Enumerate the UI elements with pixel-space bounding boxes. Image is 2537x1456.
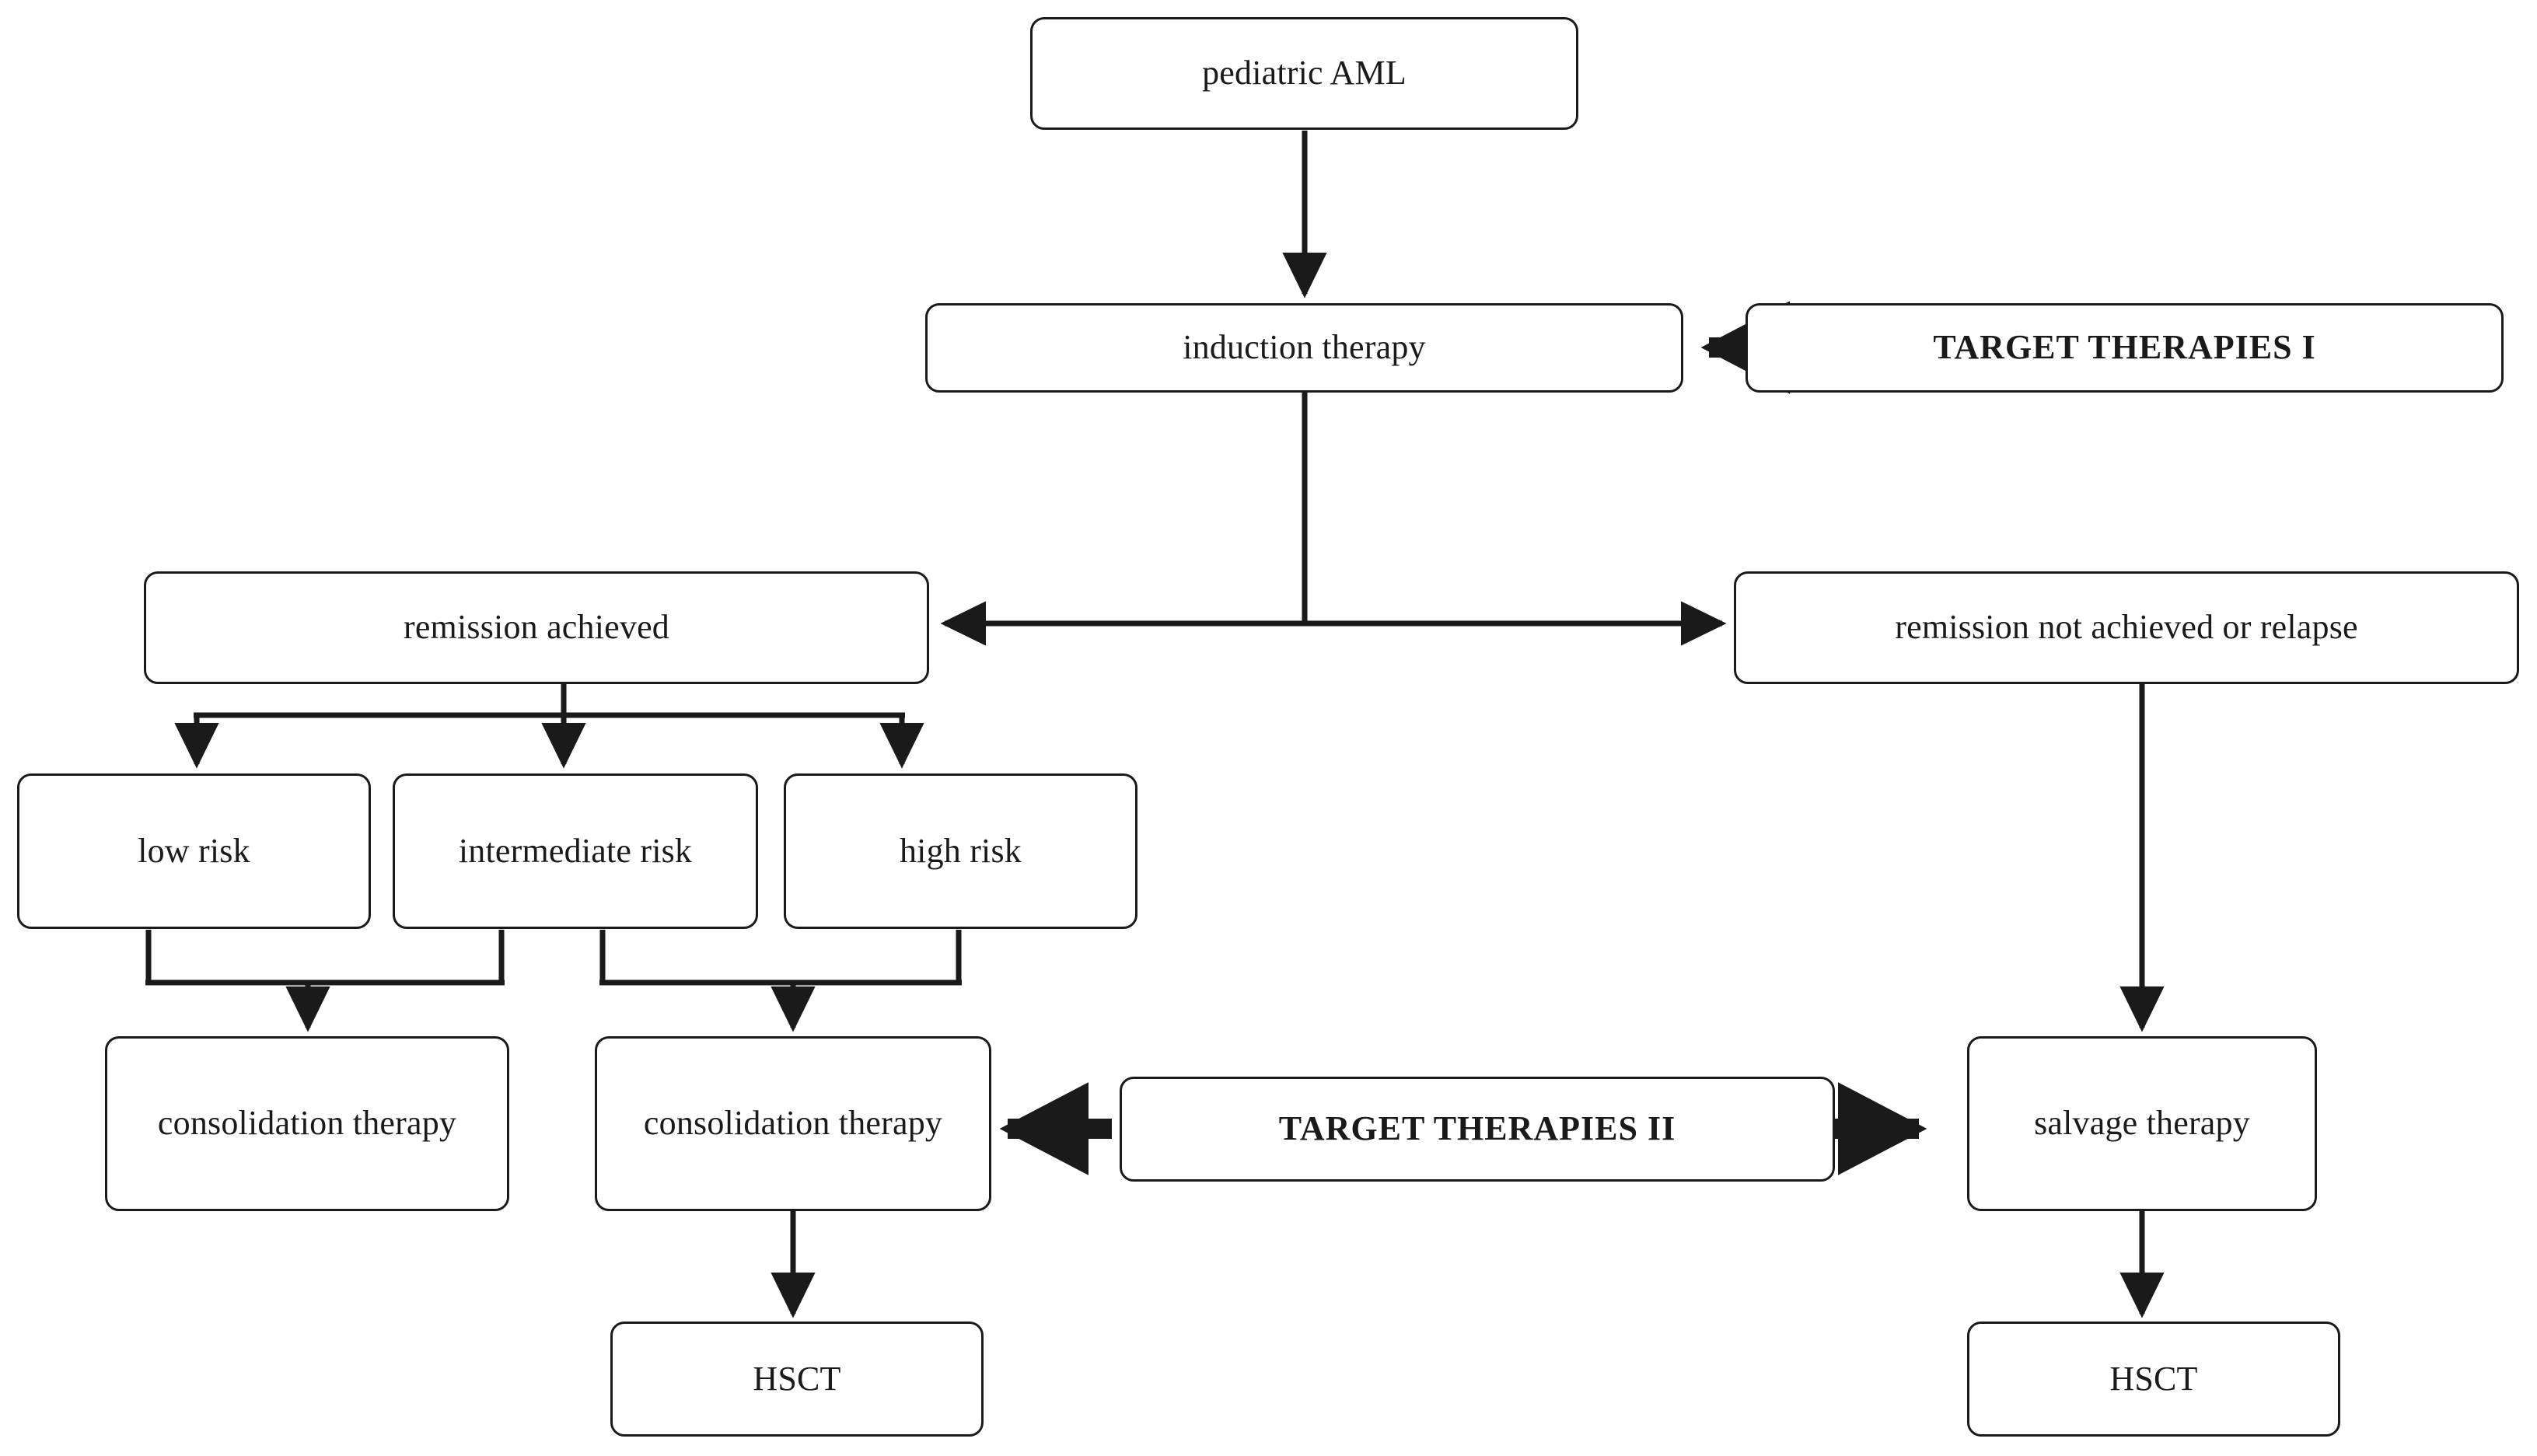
node-consolidation-therapy-left-label: consolidation therapy — [157, 1104, 457, 1143]
node-pediatric-aml[interactable]: pediatric AML — [1030, 17, 1578, 130]
node-target-therapies-1[interactable]: TARGET THERAPIES I — [1745, 303, 2504, 393]
node-intermediate-risk-label: intermediate risk — [458, 831, 693, 870]
node-low-risk[interactable]: low risk — [17, 773, 371, 929]
node-target-therapies-2-label: TARGET THERAPIES II — [1278, 1109, 1676, 1148]
edge-induction-split — [940, 393, 1727, 646]
edge-remission-to-risks — [174, 684, 924, 769]
node-target-therapies-1-label: TARGET THERAPIES I — [1933, 328, 2316, 367]
node-salvage-therapy-label: salvage therapy — [2034, 1104, 2250, 1143]
edge-risks-to-consolidation-right — [599, 930, 962, 1032]
node-remission-not-achieved-label: remission not achieved or relapse — [1895, 608, 2358, 647]
node-hsct-right[interactable]: HSCT — [1967, 1322, 2340, 1437]
node-target-therapies-2[interactable]: TARGET THERAPIES II — [1120, 1077, 1835, 1182]
edge-risks-to-consolidation-left — [145, 930, 505, 1032]
node-induction-therapy[interactable]: induction therapy — [925, 303, 1683, 393]
node-remission-achieved-label: remission achieved — [403, 608, 670, 647]
node-remission-achieved[interactable]: remission achieved — [144, 571, 929, 684]
node-induction-therapy-label: induction therapy — [1183, 328, 1426, 367]
node-intermediate-risk[interactable]: intermediate risk — [393, 773, 758, 929]
node-remission-not-achieved[interactable]: remission not achieved or relapse — [1734, 571, 2519, 684]
node-hsct-left-label: HSCT — [753, 1359, 841, 1398]
node-consolidation-therapy-right-label: consolidation therapy — [643, 1104, 943, 1143]
node-salvage-therapy[interactable]: salvage therapy — [1967, 1036, 2317, 1211]
node-consolidation-therapy-left[interactable]: consolidation therapy — [105, 1036, 509, 1211]
node-hsct-left[interactable]: HSCT — [610, 1322, 984, 1437]
node-low-risk-label: low risk — [138, 831, 250, 870]
node-high-risk[interactable]: high risk — [784, 773, 1137, 929]
node-hsct-right-label: HSCT — [2109, 1359, 2198, 1398]
node-pediatric-aml-label: pediatric AML — [1202, 54, 1407, 93]
node-high-risk-label: high risk — [899, 831, 1022, 870]
node-consolidation-therapy-right[interactable]: consolidation therapy — [595, 1036, 991, 1211]
